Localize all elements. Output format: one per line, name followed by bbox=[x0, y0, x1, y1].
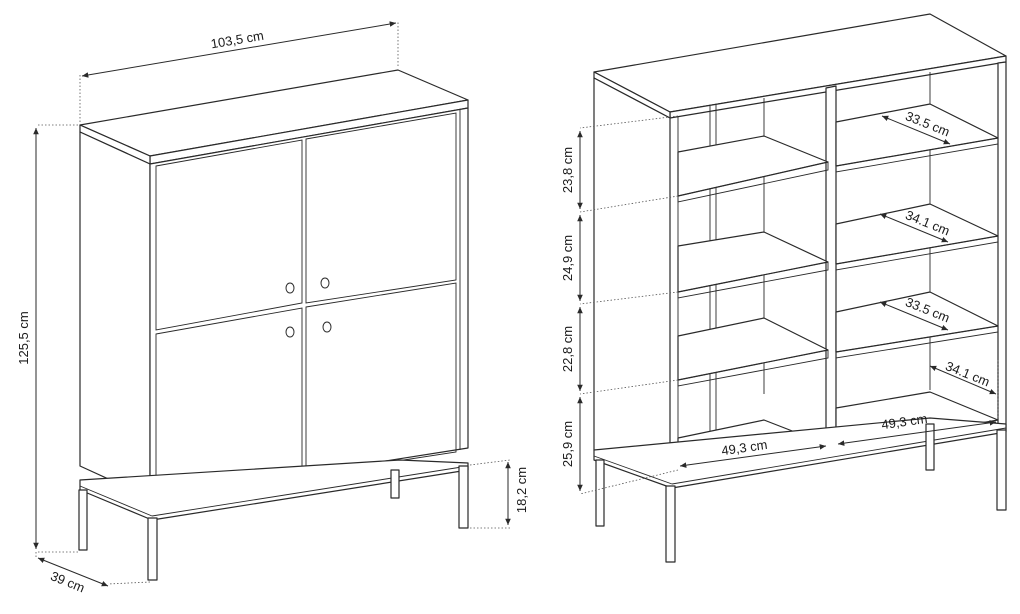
leg-back-left bbox=[78, 489, 88, 551]
shelf-gap-label-3: 22,8 cm bbox=[560, 326, 575, 372]
open-top-slab bbox=[593, 13, 1007, 113]
cabinet-front bbox=[149, 107, 469, 499]
leg-back-right bbox=[390, 469, 400, 499]
leg-front-left bbox=[147, 517, 158, 581]
depth-label: 39 cm bbox=[48, 568, 86, 595]
door-knob-icon bbox=[285, 326, 295, 338]
open-cabinet: 23,8 cm 24,9 cm 22,8 cm 25,9 cm 33.5 cm … bbox=[560, 13, 1007, 563]
open-right-side-edge bbox=[997, 61, 1007, 433]
leg-height-label: 18,2 cm bbox=[514, 467, 529, 513]
shelf-depth-label-4: 34.1 cm bbox=[943, 358, 992, 389]
door-knob-icon bbox=[320, 277, 330, 289]
height-label: 125,5 cm bbox=[16, 311, 31, 364]
shelf-gap-label-1: 23,8 cm bbox=[560, 147, 575, 193]
open-leg-front-right bbox=[996, 429, 1007, 511]
shelf-left-1 bbox=[677, 135, 829, 197]
door-top-left bbox=[155, 139, 303, 331]
shelf-left-3 bbox=[677, 317, 829, 381]
depth-dimension-line bbox=[37, 557, 109, 587]
cabinet-left-side bbox=[79, 131, 151, 499]
open-leg-front-left bbox=[665, 485, 676, 563]
bottom-width-right-label: 49,3 cm bbox=[880, 411, 928, 432]
door-knob-icon bbox=[322, 321, 332, 333]
closed-cabinet: 103,5 cm 125,5 cm 39 cm 18,2 cm bbox=[16, 21, 529, 595]
width-label: 103,5 cm bbox=[210, 28, 265, 52]
door-bottom-right bbox=[305, 282, 457, 476]
open-leg-back-left bbox=[595, 459, 605, 527]
shelf-left-2 bbox=[677, 231, 829, 293]
bottom-width-left-label: 49,3 cm bbox=[720, 437, 768, 458]
width-dimension-line bbox=[81, 21, 397, 78]
leg-front-right bbox=[458, 465, 469, 529]
shelf-gap-label-2: 24,9 cm bbox=[560, 235, 575, 281]
door-knob-icon bbox=[285, 282, 295, 294]
shelf-gap-label-4: 25,9 cm bbox=[560, 421, 575, 467]
door-top-right bbox=[305, 112, 457, 304]
open-left-side bbox=[593, 77, 671, 489]
